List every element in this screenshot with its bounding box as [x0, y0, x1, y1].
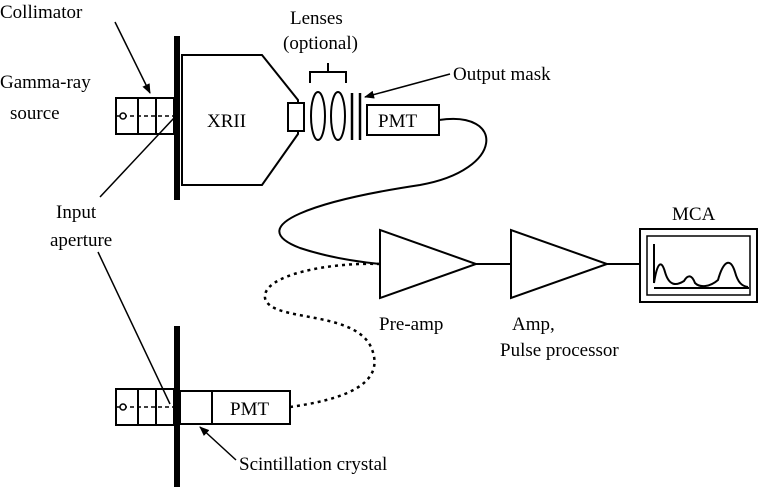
scintillation-crystal	[179, 390, 213, 425]
xrii-label: XRII	[207, 111, 246, 132]
lenses-bracket	[309, 63, 347, 83]
amp-label-line1: Amp,	[512, 314, 555, 335]
collimator-label: Collimator	[0, 2, 83, 23]
output-mask-label: Output mask	[453, 64, 551, 85]
gamma-source-label-line2: source	[10, 103, 60, 124]
input-aperture-label-line1: Input	[56, 202, 97, 223]
amp-label-line2: Pulse processor	[500, 340, 619, 361]
output-mask	[350, 93, 362, 140]
bottom-pmt-label: PMT	[230, 399, 269, 420]
bottom-pmt	[211, 390, 291, 425]
pre-amp-label: Pre-amp	[379, 314, 443, 335]
xrii-output-window	[287, 102, 305, 132]
top-pmt	[366, 104, 440, 136]
output-mask-leader	[364, 73, 451, 99]
amp-triangle	[510, 228, 610, 300]
top-pmt-cable	[278, 117, 488, 265]
input-aperture-leader-bottom	[97, 251, 171, 405]
input-aperture-label-line2: aperture	[50, 230, 112, 251]
collimator-leader	[114, 21, 151, 94]
bottom-pmt-cable	[263, 262, 381, 409]
scintillation-crystal-leader	[199, 426, 237, 461]
mca-spectrum	[653, 244, 749, 289]
mca-label: MCA	[672, 204, 716, 225]
lenses	[310, 91, 346, 141]
top-pmt-label: PMT	[378, 111, 417, 132]
lenses-label-line1: Lenses	[290, 8, 343, 29]
lenses-label-line2: (optional)	[283, 33, 358, 54]
top-collimator	[115, 97, 175, 135]
gamma-source-label-line1: Gamma-ray	[0, 72, 91, 93]
scintillation-crystal-label: Scintillation crystal	[239, 454, 387, 475]
bottom-collimator	[115, 388, 175, 426]
pre-amp-triangle	[379, 228, 479, 300]
xrii-body	[181, 54, 299, 186]
input-aperture-leader-top	[99, 117, 175, 198]
